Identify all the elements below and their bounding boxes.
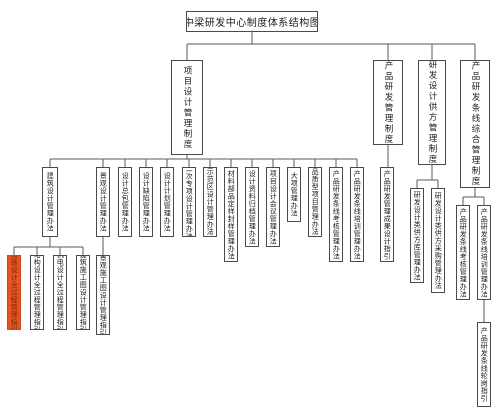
node-interior-design-guide: 精装设计全过程管理指引 [7,255,21,330]
node-project-design-system: 项目设计管理制度 [171,60,203,155]
node-design-defect: 设计缺陷管理办法 [139,167,153,237]
node-supplier-library: 研发设计类供方库管理办法 [410,188,424,283]
node-design-plan: 设计计划管理办法 [160,167,174,237]
node-landscape-design: 景观设计管理办法 [96,167,110,237]
node-secondary-special-design: 二次专项设计管理办法 [182,167,196,237]
node-product-rd-system: 产品研发管理制度 [373,60,403,145]
node-assessment-project: 产品研发条线考核管理办法 [329,167,343,262]
node-demo-area-design: 示范区设计管理办法 [203,167,217,237]
node-rotation-guide: 产品研发条线轮岗指引 [477,322,491,407]
node-comprehensive-system: 产品研发条线综合管理制度 [460,60,490,188]
node-construction-drawing-guide: 建筑施工图设计管理指引 [76,255,90,330]
node-design-general-contract: 设计总包管理办法 [118,167,132,237]
node-supplier-system: 研发设计供方管理制度 [418,60,446,165]
node-comprehensive-assessment: 产品研发条线考核管理办法 [456,205,470,300]
node-supplier-procurement: 研发设计类供方采购管理办法 [431,188,445,293]
node-landscape-drawing-guide: 景观施工图设计管理指引 [96,255,110,335]
node-training-project: 产品研发条线培训管理办法 [350,167,364,262]
node-structure-design-guide: 结构设计全过程管理指引 [30,255,44,330]
node-architecture-design: 建筑设计管理办法 [42,167,58,237]
node-design-archive: 设计资料归档管理办法 [245,167,259,247]
node-major-item: 大项管理办法 [287,167,301,222]
node-root: 中梁研发中心制度体系结构图 [186,11,318,32]
node-quality-project: 品质型项目管理办法 [308,167,322,237]
node-design-meeting: 项目设计会议管理办法 [266,167,280,247]
node-material-sample: 材料部品定样封样管理办法 [224,167,238,262]
node-product-rd-result-guide: 产品研发管理成果设计指引 [380,167,394,262]
node-comprehensive-training: 产品研发条线培训管理办法 [477,205,491,300]
node-mep-design-guide: 机电设计全过程管理指引 [53,255,67,330]
